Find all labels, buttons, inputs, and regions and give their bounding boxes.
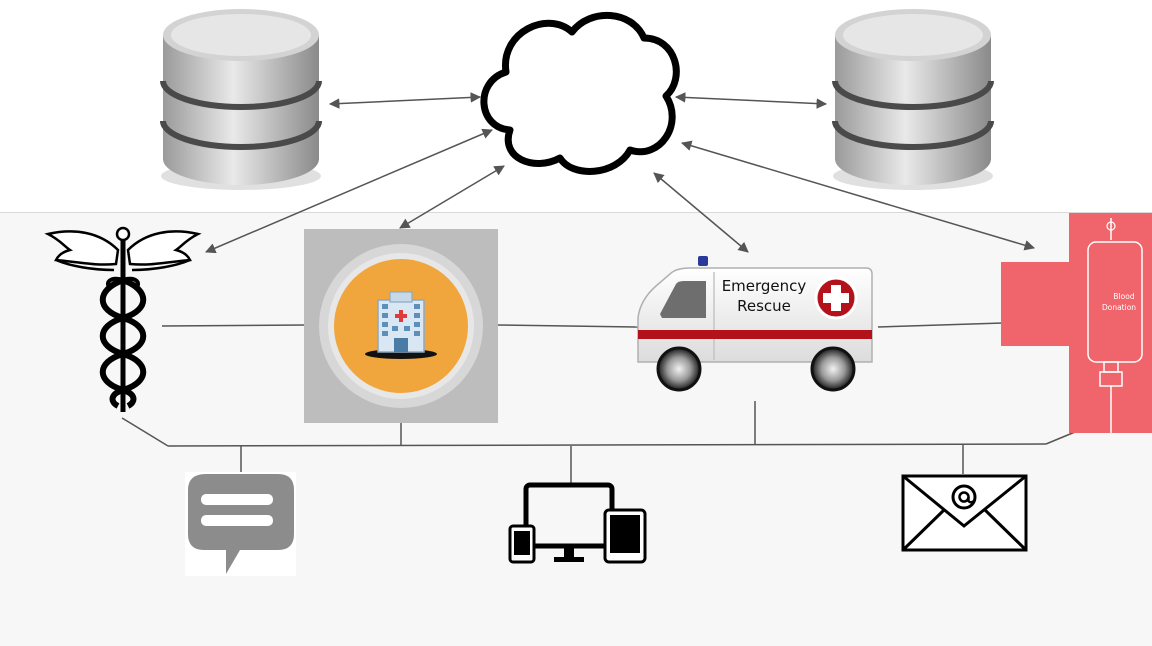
cloud-icon — [480, 11, 680, 175]
bus-line — [167, 443, 1047, 447]
bus-medical-drop — [121, 417, 169, 447]
email-icon — [901, 474, 1028, 552]
ambulance-label-line1: Emergency — [722, 277, 807, 295]
link-cloud-medical — [205, 128, 493, 254]
link-cloud-hospital — [399, 165, 505, 229]
database-right-icon — [832, 9, 994, 190]
chat-bubble-icon — [185, 472, 296, 576]
link-cloud-db-right — [674, 92, 828, 109]
link-hospital-ambulance — [496, 324, 639, 328]
ambulance-icon: Emergency Rescue — [637, 256, 873, 392]
blood-bag-icon: Blood Donation — [1001, 213, 1152, 433]
hospital-icon — [304, 229, 498, 423]
link-medical-hospital — [161, 324, 306, 327]
database-left-icon — [160, 9, 322, 190]
link-db-left-cloud — [328, 92, 482, 109]
blood-label-line1: Blood — [1113, 292, 1134, 301]
blood-label-line2: Donation — [1102, 303, 1136, 312]
link-cloud-ambulance — [653, 172, 749, 253]
caduceus-icon — [44, 226, 202, 412]
connectors — [121, 92, 1076, 484]
ambulance-label-line2: Rescue — [737, 297, 791, 315]
devices-icon — [508, 482, 647, 564]
ambulance-stripe — [638, 330, 872, 339]
bus-blood-drop — [1045, 431, 1076, 445]
link-cloud-blood-bank — [680, 140, 1036, 251]
link-ambulance-blood-bank — [877, 322, 1004, 328]
